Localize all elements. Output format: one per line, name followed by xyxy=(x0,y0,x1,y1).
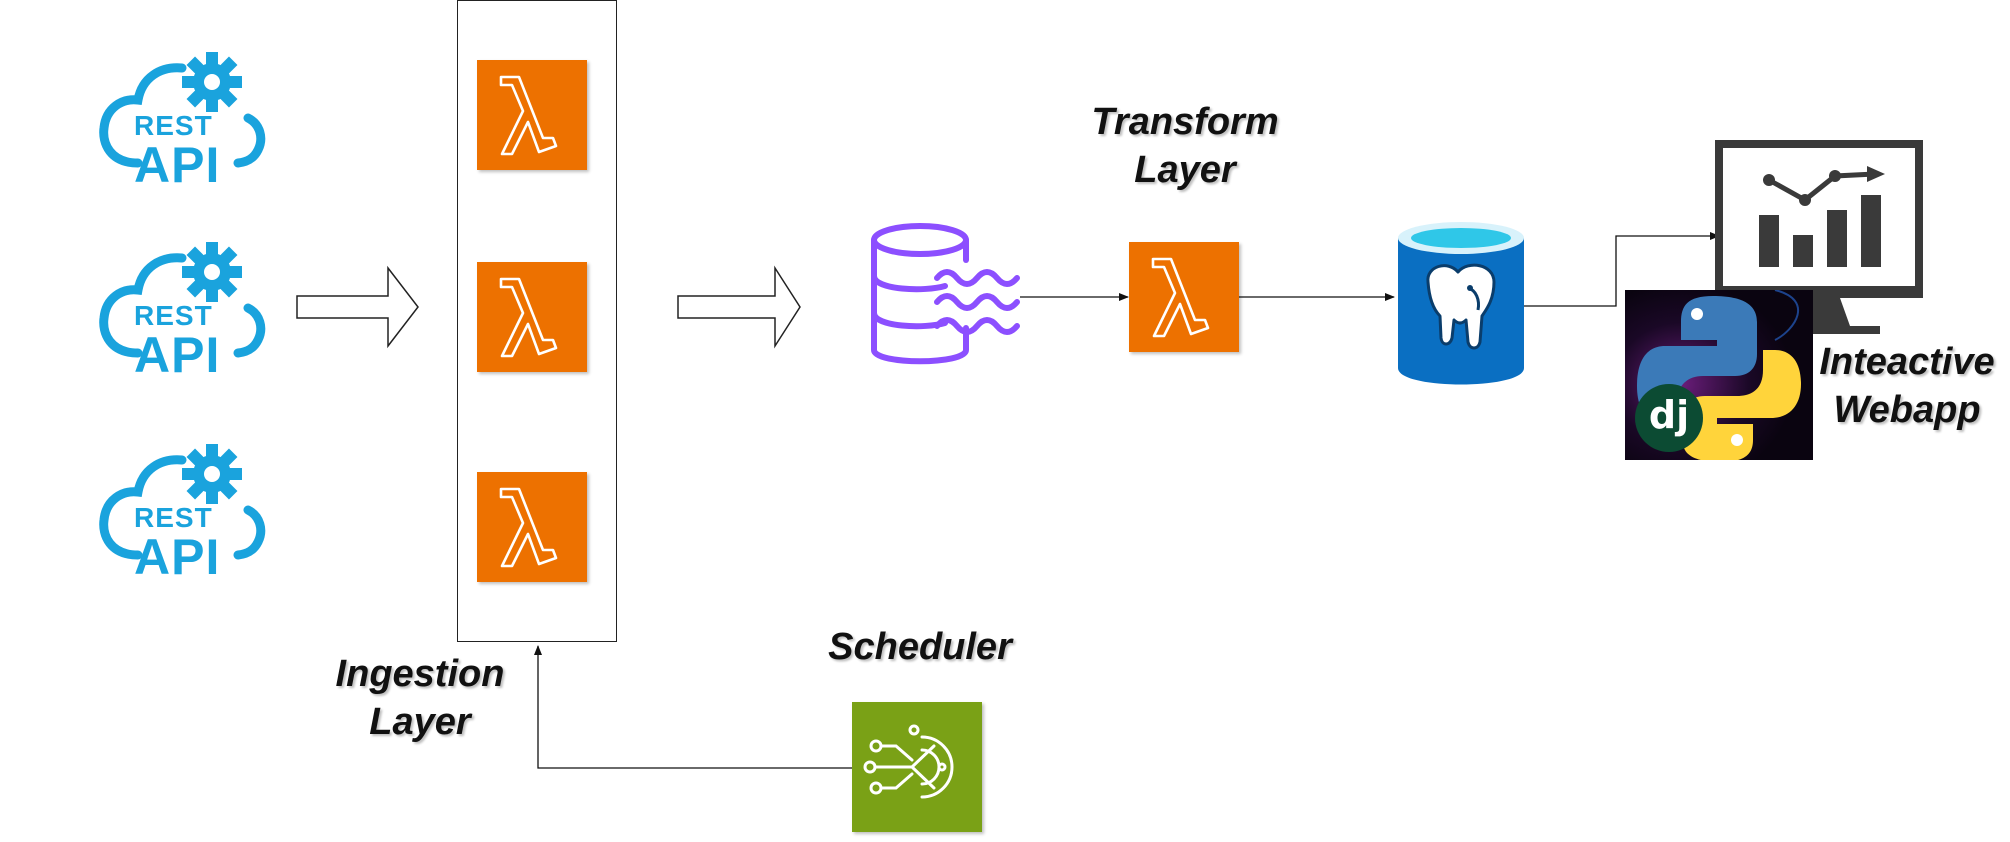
block-arrow-sources-to-ingestion xyxy=(296,265,419,349)
rest-api-cloud-icon xyxy=(99,242,266,358)
scheduler-box[interactable] xyxy=(852,702,982,832)
postgresql-icon[interactable] xyxy=(1396,220,1526,388)
api-label: API xyxy=(134,137,221,193)
ingestion-label-line-1: Ingestion xyxy=(335,653,505,695)
django-python-logo: dj xyxy=(1625,290,1813,460)
transform-layer-label: Transform Layer xyxy=(1080,98,1290,194)
rest-label: REST xyxy=(134,502,213,533)
python-logo xyxy=(1625,290,1813,460)
webapp-label: Inteactive Webapp xyxy=(1812,338,2002,434)
aws-lambda-icon xyxy=(499,277,558,358)
eventbridge-scheduler-icon xyxy=(863,724,954,799)
block-arrow-ingestion-to-stream xyxy=(677,265,801,349)
kinesis-stream-icon[interactable] xyxy=(865,220,1025,370)
rest-label: REST xyxy=(134,300,213,331)
rest-label: REST xyxy=(134,110,213,141)
transform-label-line-1: Transform xyxy=(1091,101,1279,143)
rest-api-cloud-icon xyxy=(99,444,266,560)
ingestion-label-line-2: Layer xyxy=(369,701,471,743)
arrow-scheduler-to-ingestion xyxy=(534,645,852,769)
ingestion-lambda-2[interactable] xyxy=(477,262,587,372)
ingestion-lambda-3[interactable] xyxy=(477,472,587,582)
aws-lambda-icon xyxy=(499,487,558,568)
aws-lambda-icon xyxy=(499,75,558,156)
api-label: API xyxy=(134,529,221,585)
aws-lambda-icon xyxy=(1151,257,1210,338)
transform-lambda[interactable] xyxy=(1129,242,1239,352)
django-logo: dj xyxy=(1648,393,1690,437)
arrow-postgres-to-dashboard xyxy=(1522,232,1720,307)
api-label: API xyxy=(134,327,221,383)
scheduler-label: Scheduler xyxy=(828,626,1012,668)
webapp-label-line-1: Inteactive xyxy=(1819,341,1995,383)
rest-api-cloud-icon xyxy=(99,52,266,168)
ingestion-lambda-1[interactable] xyxy=(477,60,587,170)
transform-label-line-2: Layer xyxy=(1134,149,1236,191)
webapp-label-line-2: Webapp xyxy=(1833,389,1981,431)
ingestion-layer-label: Ingestion Layer xyxy=(310,650,530,746)
